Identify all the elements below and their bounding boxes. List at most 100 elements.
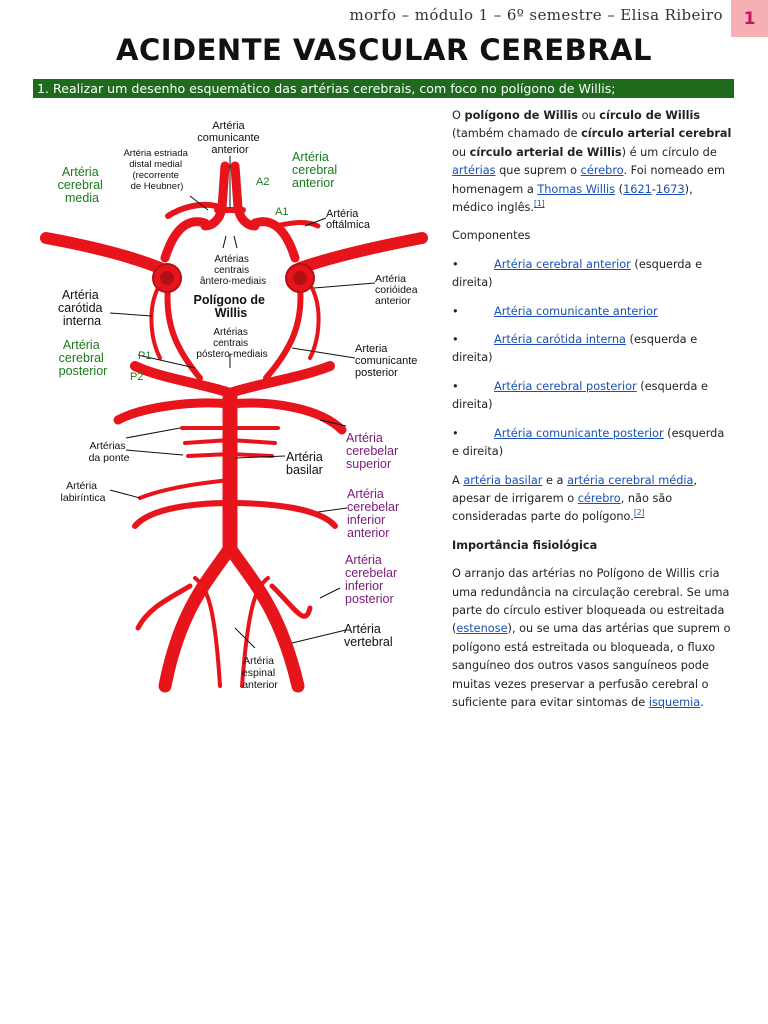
section-heading: 1. Realizar um desenho esquemático das a… <box>33 79 734 98</box>
leader-antero-1 <box>222 235 227 249</box>
label-poligono: Polígono de Willis <box>193 293 268 320</box>
label-p1: P1 <box>138 350 151 362</box>
note-paragraph: A artéria basilar e a artéria cerebral m… <box>452 473 698 524</box>
artery-labyrinthine <box>138 478 232 500</box>
leader-aica <box>317 507 348 513</box>
artery-heubner <box>165 201 219 219</box>
label-coroidea: Artéria corióidea anterior <box>375 273 421 307</box>
arteries <box>40 161 428 693</box>
list-item: •Artéria carótida interna (esquerda e di… <box>452 333 698 365</box>
bullet: • <box>452 426 459 440</box>
list-item: • Artéria comunicante anterior <box>452 303 734 321</box>
leader-carotida <box>109 312 153 317</box>
label-aica: Artéria cerebelar inferior anterior <box>347 487 403 540</box>
leader-ponte-1 <box>125 427 181 439</box>
label-acp: Artéria cerebral posterior <box>59 338 108 378</box>
ref-2[interactable]: [2] <box>633 508 645 518</box>
label-vertebral: Artéria vertebral <box>344 622 393 649</box>
link-thomas-willis[interactable]: Thomas Willis <box>537 182 616 196</box>
artery-spinal-left <box>193 576 222 688</box>
list-item: •Artéria comunicante posterior (esquerda… <box>452 426 725 459</box>
bullet: • <box>452 379 459 393</box>
artery-pcoa-left <box>164 283 203 381</box>
leader-p1 <box>137 354 196 369</box>
link-1673[interactable]: 1673 <box>655 182 685 196</box>
artery-a2-left <box>200 161 230 231</box>
artery-spinal-right <box>240 576 270 688</box>
label-superior: Artéria cerebelar superior <box>346 431 402 471</box>
artery-pcoa-right <box>263 283 304 381</box>
carotid-left-lumen <box>160 271 174 285</box>
leader-superior <box>319 419 347 427</box>
artery-pica-left <box>135 583 193 631</box>
artery-aca-left <box>160 217 210 263</box>
leader-pcoa <box>291 347 356 359</box>
artery-pons-2 <box>183 438 232 445</box>
link-arteria-basilar[interactable]: artéria basilar <box>463 473 543 487</box>
artery-choroidal-left <box>149 286 162 360</box>
label-acm: Artéria cerebral media <box>58 165 107 205</box>
link-cerebro[interactable]: cérebro <box>580 164 624 178</box>
link-cerebro-2[interactable]: cérebro <box>577 491 621 505</box>
importance-heading: Importância fisiológica <box>452 538 598 552</box>
label-espinal: Artéria espinal anterior <box>242 655 278 691</box>
artery-acm-right <box>294 232 428 274</box>
carotid-right-lumen <box>293 271 307 285</box>
label-acoa: Artéria comunicante anterior <box>197 120 262 156</box>
bullet: • <box>452 257 459 271</box>
artery-pica-right <box>269 583 313 619</box>
link-arterias[interactable]: artérias <box>452 164 496 178</box>
list-item: •Artéria cerebral anterior (esquerda e d… <box>452 257 703 290</box>
label-antero-mediais: Artérias centrais ântero-mediais <box>200 254 266 287</box>
label-a1: A1 <box>275 206 288 218</box>
label-pica: Artéria cerebelar inferior posterior <box>345 553 401 606</box>
label-basilar: Artéria basilar <box>286 450 326 477</box>
link-component-acoa[interactable]: Artéria comunicante anterior <box>494 304 658 318</box>
header-course-info: morfo – módulo 1 – 6º semestre – Elisa R… <box>349 6 723 24</box>
link-component-acp[interactable]: Artéria cerebral posterior <box>494 379 637 393</box>
label-a2: A2 <box>256 176 269 188</box>
leader-ophthalmic <box>304 217 327 227</box>
label-postero-mediais: Artérias centrais póstero-mediais <box>196 327 267 360</box>
artery-pca-right <box>225 361 335 398</box>
leader-antero-2 <box>233 235 238 249</box>
info-column: O polígono de Willis ou círculo de Willi… <box>452 107 734 712</box>
artery-pca-left <box>130 361 235 398</box>
ref-1[interactable]: [1] <box>534 199 545 209</box>
label-estriada: Artéria estriada distal medial (recorren… <box>123 148 190 192</box>
artery-a2-right <box>230 161 260 231</box>
importance-paragraph: O arranjo das artérias no Polígono de Wi… <box>452 567 731 709</box>
link-1621[interactable]: 1621 <box>623 182 652 196</box>
page-title: ACIDENTE VASCULAR CEREBRAL <box>116 33 652 67</box>
page-number-badge: 1 <box>731 0 768 37</box>
artery-pons-6 <box>228 452 274 458</box>
label-oftalmica: Artéria oftálmica <box>326 208 371 231</box>
circle-of-willis-diagram: Artéria cerebral media Artéria estriada … <box>40 120 428 693</box>
artery-vertebral-right <box>223 541 305 693</box>
label-labirintica: Artéria labiríntica <box>61 480 106 504</box>
artery-aica-right <box>227 500 338 529</box>
link-arteria-cerebral-media[interactable]: artéria cerebral média <box>567 473 694 487</box>
leader-pica <box>319 587 341 599</box>
label-pcoa: Arteria comunicante posterior <box>355 343 420 379</box>
link-component-aca[interactable]: Artéria cerebral anterior <box>494 257 631 271</box>
label-carotida: Artéria carótida interna <box>58 288 106 328</box>
leader-basilar <box>234 455 286 459</box>
link-component-pcoa[interactable]: Artéria comunicante posterior <box>494 426 664 440</box>
leader-ponte-2 <box>125 449 184 456</box>
leader-lines <box>109 156 376 649</box>
artery-acm-left <box>40 232 166 274</box>
artery-pons-5 <box>228 438 277 445</box>
components-heading: Componentes <box>452 229 531 243</box>
artery-vertebral-left <box>158 541 237 693</box>
leader-estriada <box>189 195 209 211</box>
bullet: • <box>452 304 459 318</box>
label-p2: P2 <box>130 371 143 383</box>
artery-sca-left <box>113 398 235 425</box>
link-isquemia[interactable]: isquemia <box>648 695 701 709</box>
artery-ophthalmic <box>272 220 321 229</box>
link-estenose[interactable]: estenose <box>456 622 508 636</box>
artery-choroidal-right <box>308 286 321 360</box>
artery-aica-left <box>132 500 233 529</box>
link-component-carotida[interactable]: Artéria carótida interna <box>494 333 626 347</box>
